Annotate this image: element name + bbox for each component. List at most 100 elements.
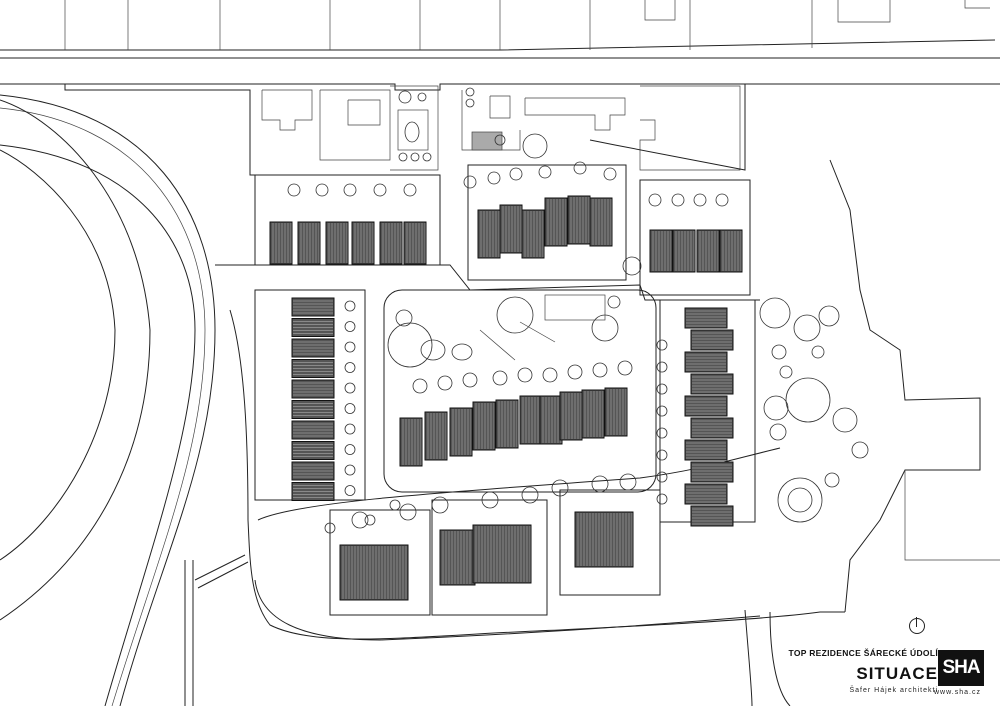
tree-icon bbox=[542, 367, 558, 383]
tree-icon bbox=[492, 370, 508, 386]
row-house bbox=[649, 229, 673, 273]
tree-icon bbox=[693, 193, 707, 207]
villa bbox=[574, 511, 634, 568]
tree-icon bbox=[603, 167, 617, 181]
website-url: www.sha.cz bbox=[934, 689, 981, 696]
tree-icon bbox=[517, 367, 533, 383]
tree-icon bbox=[591, 475, 609, 493]
plot-bottom-3 bbox=[559, 489, 661, 596]
tree-icon bbox=[287, 183, 301, 197]
tree-icon bbox=[648, 193, 662, 207]
row-house bbox=[559, 391, 583, 441]
tree-icon bbox=[344, 444, 356, 455]
row-house bbox=[424, 411, 448, 461]
tree-icon bbox=[551, 479, 569, 497]
tree-icon bbox=[351, 511, 369, 529]
plot-top-left bbox=[254, 174, 441, 266]
tree-icon bbox=[389, 499, 401, 511]
existing-buildings bbox=[64, 84, 746, 176]
row-house bbox=[351, 221, 375, 265]
row-house bbox=[604, 387, 628, 437]
row-house bbox=[379, 221, 403, 265]
row-house bbox=[521, 209, 545, 259]
firm-logo: SHA bbox=[938, 650, 984, 686]
tree-icon bbox=[364, 514, 376, 526]
row-house bbox=[544, 197, 568, 247]
tree-icon bbox=[412, 378, 428, 394]
tree-icon bbox=[671, 193, 685, 207]
plot-bottom-2 bbox=[431, 499, 548, 616]
tree-icon bbox=[487, 171, 501, 185]
tree-icon bbox=[656, 339, 668, 351]
tree-icon bbox=[403, 183, 417, 197]
tree-icon bbox=[462, 372, 478, 388]
tree-icon bbox=[431, 496, 449, 514]
row-house bbox=[449, 407, 473, 457]
villa bbox=[339, 544, 409, 601]
tree-icon bbox=[344, 362, 356, 373]
tree-icon bbox=[343, 183, 357, 197]
north-arrow-icon bbox=[909, 617, 925, 634]
plot-top-right bbox=[639, 179, 751, 296]
row-house bbox=[472, 401, 496, 451]
project-name: TOP REZIDENCE ŠÁRECKÉ ÚDOLÍ bbox=[788, 648, 938, 658]
tree-icon bbox=[344, 300, 356, 312]
tree-icon bbox=[437, 375, 453, 391]
tree-icon bbox=[715, 193, 729, 207]
plot-bottom-1 bbox=[329, 509, 431, 616]
row-house bbox=[325, 221, 349, 265]
tree-icon bbox=[344, 382, 356, 394]
tree-icon bbox=[567, 364, 583, 380]
tree-icon bbox=[344, 341, 356, 353]
tree-icon bbox=[619, 473, 637, 491]
street-top bbox=[0, 0, 1000, 91]
row-house bbox=[269, 221, 293, 265]
tree-icon bbox=[509, 167, 523, 181]
row-house bbox=[589, 197, 613, 247]
tree-icon bbox=[656, 471, 668, 483]
central-courtyard bbox=[383, 289, 657, 493]
tree-icon bbox=[463, 175, 477, 189]
tree-icon bbox=[521, 486, 539, 504]
row-house bbox=[477, 209, 501, 259]
tree-icon bbox=[344, 423, 356, 435]
tree-icon bbox=[344, 485, 356, 496]
plot-top-middle bbox=[467, 164, 627, 281]
tree-icon bbox=[617, 360, 633, 376]
tree-icon bbox=[656, 405, 668, 417]
tree-icon bbox=[344, 321, 356, 332]
row-house bbox=[539, 395, 563, 445]
tree-icon bbox=[344, 403, 356, 414]
trees-east bbox=[494, 134, 869, 523]
tree-icon bbox=[344, 464, 356, 476]
tree-icon bbox=[315, 183, 329, 197]
tree-icon bbox=[324, 522, 336, 534]
row-house bbox=[499, 204, 523, 254]
row-house bbox=[519, 395, 543, 445]
row-house bbox=[399, 417, 423, 467]
sheet-title: SITUACE bbox=[856, 664, 938, 683]
tree-icon bbox=[656, 449, 668, 461]
tree-icon bbox=[656, 493, 668, 505]
building-blocks bbox=[254, 161, 756, 616]
row-house bbox=[581, 389, 605, 439]
row-house bbox=[696, 229, 720, 273]
tree-icon bbox=[656, 383, 668, 395]
row-house bbox=[403, 221, 427, 265]
row-house bbox=[567, 195, 591, 245]
tree-icon bbox=[592, 362, 608, 378]
curved-road bbox=[0, 94, 216, 706]
row-house bbox=[719, 229, 743, 273]
tree-icon bbox=[656, 361, 668, 373]
author-name: Šafer Hájek architekti bbox=[849, 687, 938, 694]
row-house bbox=[672, 229, 696, 273]
row-house bbox=[297, 221, 321, 265]
tree-icon bbox=[573, 161, 587, 175]
row-house bbox=[495, 399, 519, 449]
tree-icon bbox=[538, 165, 552, 179]
tree-icon bbox=[399, 503, 417, 521]
villa bbox=[472, 524, 532, 584]
title-block: TOP REZIDENCE ŠÁRECKÉ ÚDOLÍ SITUACE Šafe… bbox=[789, 648, 938, 694]
tree-icon bbox=[656, 427, 668, 439]
